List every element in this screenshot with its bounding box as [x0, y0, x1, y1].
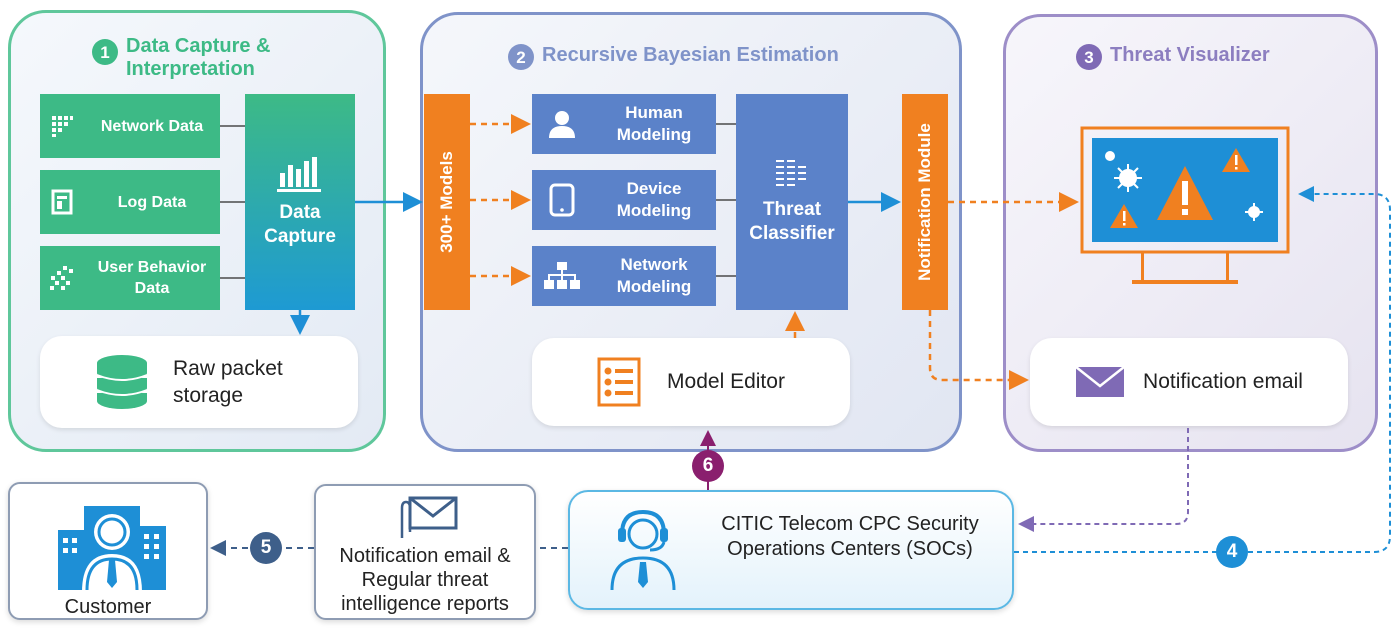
human-modeling-label: Human Modeling [616, 103, 692, 144]
headset-agent-icon [610, 510, 676, 591]
tablet-icon [532, 183, 592, 217]
customer-label: Customer [64, 596, 152, 618]
model-editor-label: Model Editor [667, 370, 785, 393]
reports-box: Notification email & Regular threat inte… [314, 484, 536, 620]
scatter-icon [40, 265, 84, 291]
panel1-title-text: Data Capture & Interpretation [126, 35, 271, 80]
panel3-title-text: Threat Visualizer [1110, 44, 1270, 66]
notification-email-box: Notification email [1030, 338, 1348, 426]
notification-module-box: Notification Module [902, 94, 948, 310]
envelope-icon [1075, 366, 1125, 397]
models-count-box: 300+ Models [424, 94, 470, 310]
panel1-title: 1 Data Capture & Interpretation [92, 35, 352, 81]
step-4-badge: 4 [1216, 536, 1248, 568]
network-modeling-box: Network Modeling [532, 246, 716, 306]
panel2-title: 2 Recursive Bayesian Estimation [508, 44, 928, 70]
soc-box: CITIC Telecom CPC Security Operations Ce… [568, 490, 1014, 610]
network-data-label: Network Data [100, 117, 204, 135]
network-modeling-label: Network Modeling [616, 255, 692, 296]
person-icon [532, 109, 592, 139]
device-modeling-box: Device Modeling [532, 170, 716, 230]
network-icon [532, 261, 592, 291]
log-data-label: Log Data [117, 193, 187, 211]
threat-classifier-label: Threat Classifier [749, 199, 835, 244]
customer-icon [58, 506, 166, 592]
human-modeling-box: Human Modeling [532, 94, 716, 154]
raw-packet-storage-box: Raw packet storage [40, 336, 358, 428]
document-icon [40, 189, 84, 215]
step-2-badge: 2 [508, 44, 534, 70]
step-3-badge: 3 [1076, 44, 1102, 70]
panel2-title-text: Recursive Bayesian Estimation [542, 44, 839, 66]
log-data-box: Log Data [40, 170, 220, 234]
network-data-box: Network Data [40, 94, 220, 158]
email-attachment-icon [400, 496, 458, 538]
list-bars-icon [776, 160, 806, 186]
device-modeling-label: Device Modeling [616, 179, 692, 220]
data-capture-box: Data Capture [245, 94, 355, 310]
customer-box: Customer [8, 482, 208, 620]
checklist-icon [597, 357, 641, 407]
threat-classifier-box: Threat Classifier [736, 94, 848, 310]
reports-label: Notification email & Regular threat inte… [339, 545, 511, 615]
step-6-badge: 6 [692, 450, 724, 482]
user-behavior-data-label: User Behavior Data [97, 259, 207, 297]
raw-packet-storage-label: Raw packet storage [173, 357, 283, 407]
user-behavior-data-box: User Behavior Data [40, 246, 220, 310]
step-5-badge: 5 [250, 532, 282, 564]
panel3-title: 3 Threat Visualizer [1076, 44, 1336, 70]
database-icon [96, 355, 148, 409]
model-editor-box: Model Editor [532, 338, 850, 426]
threat-monitor-icon [1080, 126, 1290, 284]
step-1-badge: 1 [92, 39, 118, 65]
soc-label: CITIC Telecom CPC Security Operations Ce… [721, 513, 979, 560]
notification-email-label: Notification email [1143, 370, 1303, 393]
grid-icon [40, 114, 84, 138]
bar-chart-icon [277, 157, 321, 192]
data-capture-label: Data Capture [264, 202, 336, 247]
